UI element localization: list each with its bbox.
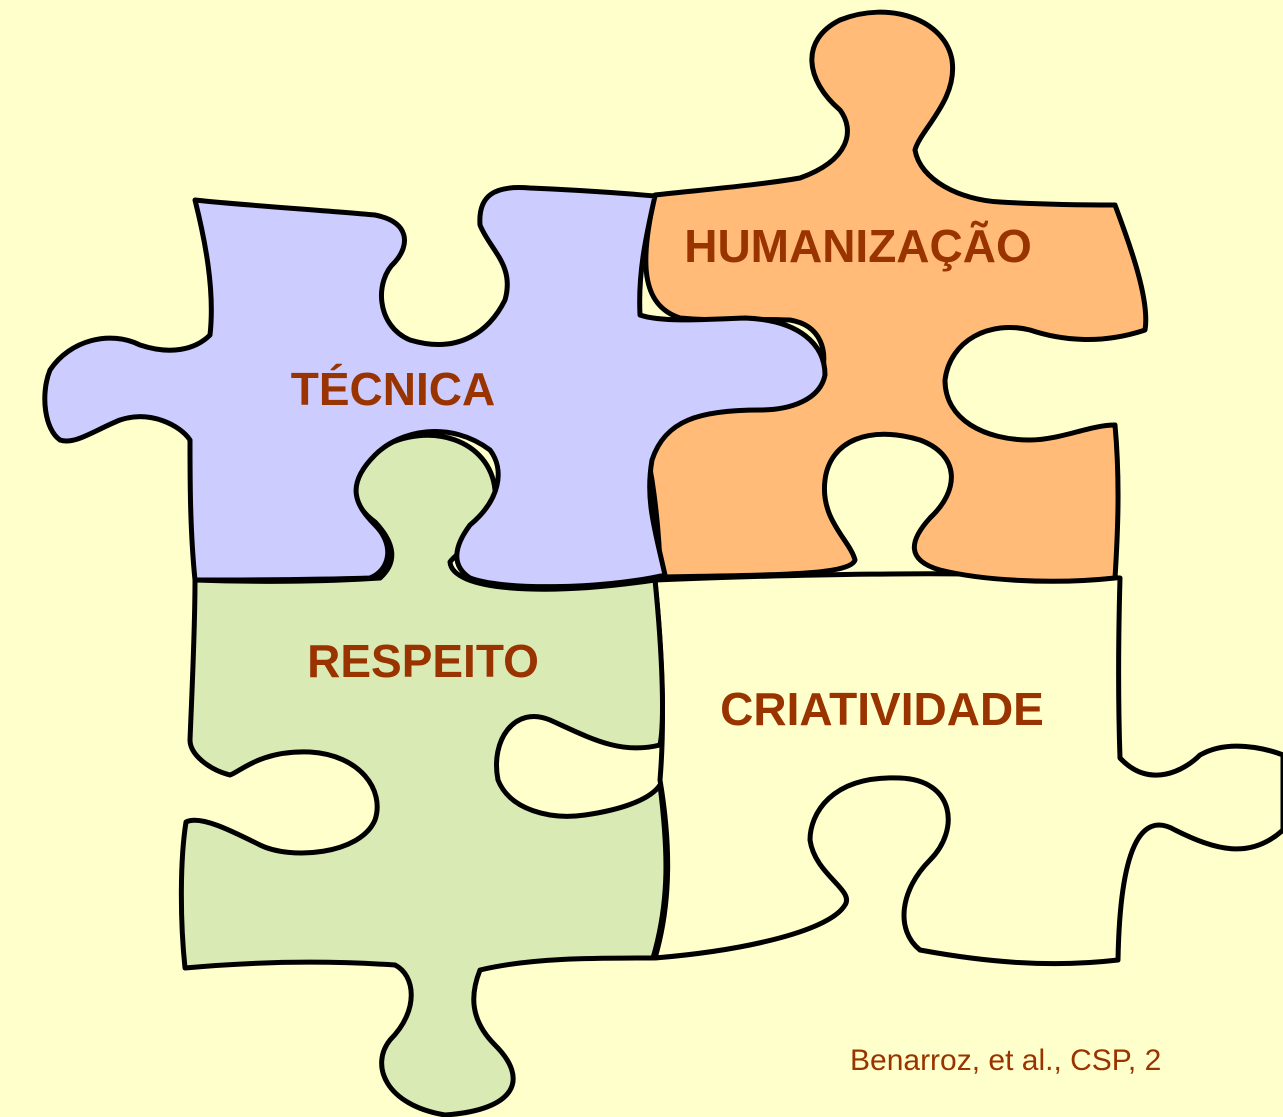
piece-criatividade	[652, 571, 1283, 967]
piece-humanizacao	[643, 9, 1149, 584]
piece-tecnica	[42, 184, 828, 590]
label-criatividade: CRIATIVIDADE	[720, 683, 1044, 735]
label-tecnica: TÉCNICA	[291, 363, 495, 415]
citation-text: Benarroz, et al., CSP, 2	[850, 1044, 1162, 1077]
label-humanizacao: HUMANIZAÇÃO	[684, 220, 1032, 272]
label-respeito: RESPEITO	[307, 635, 539, 687]
